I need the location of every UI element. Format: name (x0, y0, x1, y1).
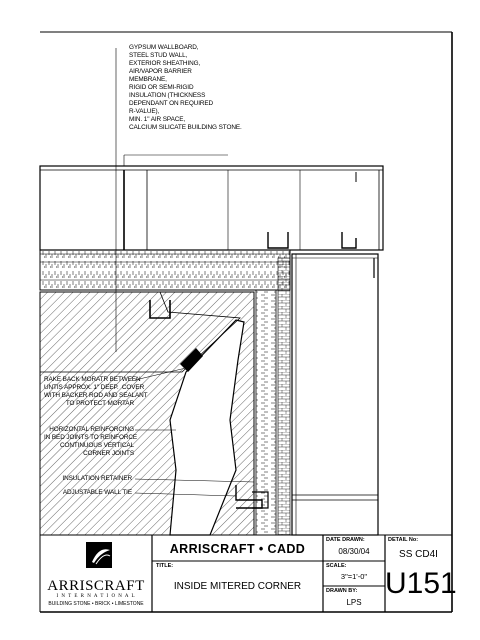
steel-stud-wall-upper (39, 165, 384, 251)
stone-units (39, 291, 255, 536)
drawn-by: LPS (346, 598, 362, 607)
company-name: ARRISCRAFT (47, 578, 145, 594)
scale-value: 3"=1'-0" (340, 572, 368, 581)
note-rake-back: RAKE BACK MORATR BETWEEN UNTIS APPROX. 1… (44, 376, 148, 407)
company-sub: I N T E R N A T I O N A L (56, 594, 136, 599)
leader-lines (115, 48, 255, 497)
corner-sealant (180, 348, 203, 372)
note-horizontal-reinforcing: HORIZONTAL REINFORCING IN BED JOINTS TO … (44, 426, 138, 457)
company-tagline: BUILDING STONE • BRICK • LIMESTONE (48, 601, 144, 607)
anchor-clip (149, 300, 171, 319)
wall-tie (235, 485, 263, 509)
arriscraft-logo-icon (86, 542, 112, 568)
detail-code: SS CD4I (399, 549, 438, 560)
sheathing-strip (277, 257, 291, 536)
note-wall-tie: ADJUSTABLE WALL TIE (62, 489, 132, 496)
insulation-vertical (255, 289, 277, 536)
drawn-by-label: DRAWN BY: (326, 588, 358, 594)
note-insulation-retainer: INSULATION RETAINER (62, 475, 132, 482)
date-label: DATE DRAWN: (326, 537, 365, 543)
detail-number: U151 (385, 567, 457, 600)
date-drawn: 08/30/04 (338, 547, 370, 556)
note-wall-assembly: GYPSUM WALLBOARD, STEEL STUD WALL, EXTER… (129, 44, 242, 131)
insulation-band (39, 249, 291, 291)
scale-label: SCALE: (326, 563, 347, 569)
detail-label: DETAIL No: (388, 537, 419, 543)
title-block-header: ARRISCRAFT • CADD (169, 542, 306, 556)
title-label: TITLE: (156, 563, 174, 569)
steel-stud-wall-right (252, 253, 379, 536)
drawing-title: INSIDE MITERED CORNER (173, 581, 302, 592)
title-block-grid (151, 535, 386, 612)
